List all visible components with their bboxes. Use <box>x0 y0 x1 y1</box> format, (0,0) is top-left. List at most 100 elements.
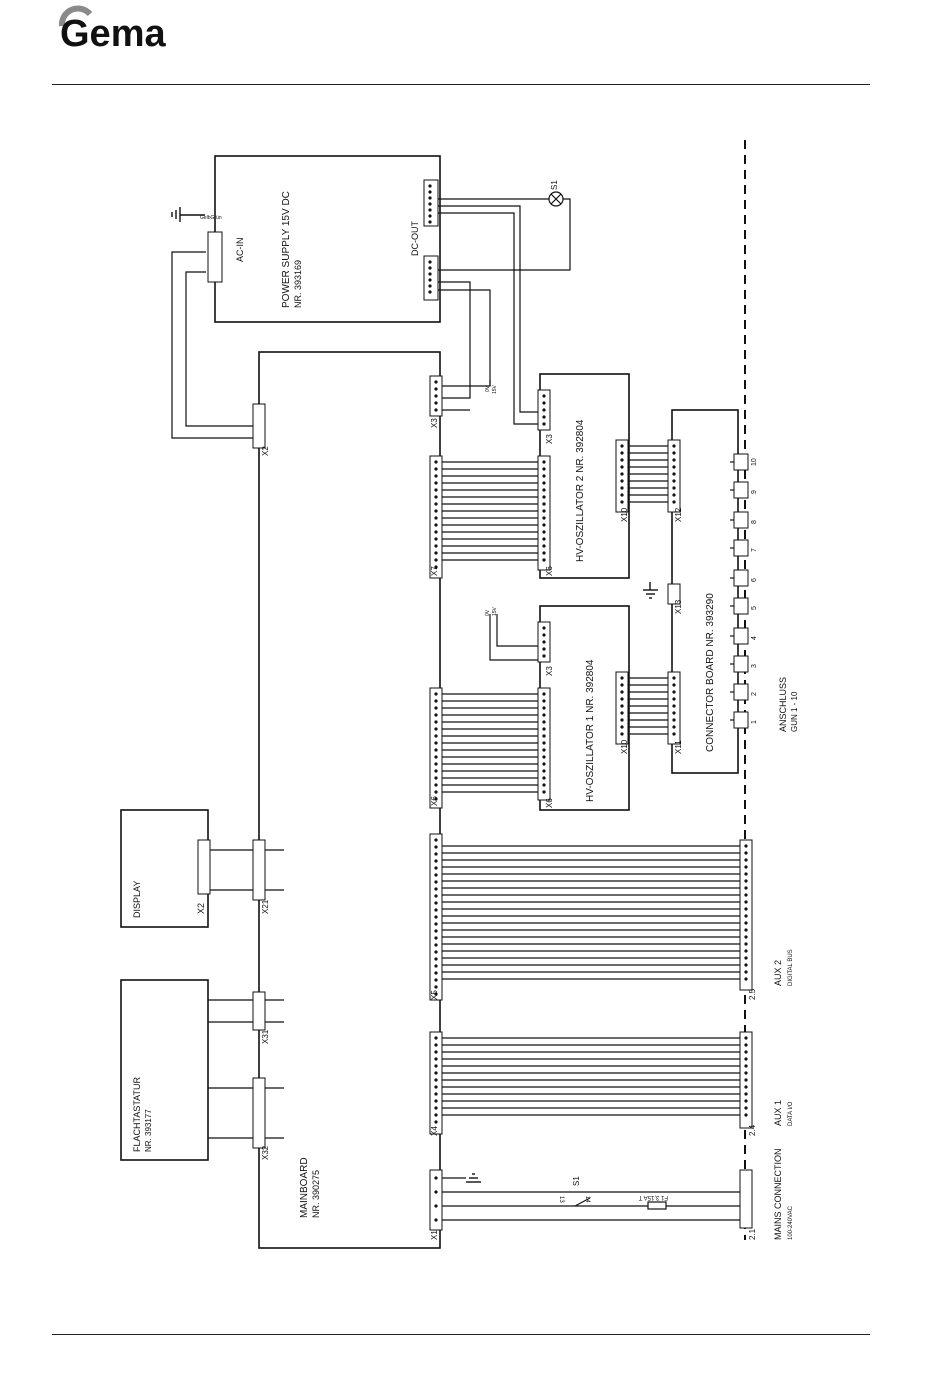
anschluss-subtitle: GUN 1 - 10 <box>790 691 799 732</box>
x6-pin <box>434 727 438 731</box>
x4-pin <box>434 1106 438 1110</box>
x6-pin <box>434 692 438 696</box>
logo-text: Gema <box>60 13 166 52</box>
hv1-x10-pin <box>620 676 624 680</box>
gun-number: 2 <box>751 692 758 696</box>
anschluss-title: ANSCHLUSS <box>778 677 788 732</box>
connector-x13: X13 <box>674 599 683 614</box>
hv1-x6-pin <box>542 720 546 724</box>
hv2-x10-pin <box>620 451 624 455</box>
x12-pin <box>672 465 676 469</box>
aux2-pin-dot <box>744 851 748 855</box>
power-supply-part: NR. 393169 <box>293 260 303 308</box>
connector-layer <box>197 179 753 1231</box>
ac-wire <box>185 271 256 427</box>
hv2-x6-pin <box>542 467 546 471</box>
hv1-x10-pin <box>620 711 624 715</box>
ac-in-label: AC-IN <box>235 238 245 263</box>
x4-pin <box>434 1043 438 1047</box>
x5-pin <box>434 894 438 898</box>
aux2-pin-dot <box>744 879 748 883</box>
hv2-x3-pin <box>542 408 546 412</box>
x12-pin <box>672 458 676 462</box>
x7-pin <box>434 495 438 499</box>
x3-pin <box>434 380 438 384</box>
x1-block <box>429 1169 443 1231</box>
x3-pin <box>434 387 438 391</box>
connector-x12: X12 <box>674 507 683 522</box>
x6-block <box>429 687 443 809</box>
keyboard-box <box>120 979 209 1161</box>
hv-oscillator-1-name: HV-OSZILLATOR 1 NR. 392804 <box>585 659 596 802</box>
x3-supply <box>438 289 491 387</box>
hv1-x10-block <box>615 671 629 745</box>
hv1-x10-pin <box>620 725 624 729</box>
ground-symbols <box>171 207 658 1183</box>
hv2-x3: X3 <box>545 434 554 444</box>
connector-x5: X5 <box>430 990 439 1000</box>
x21-block <box>252 839 266 901</box>
aux1-pin-dot <box>744 1078 748 1082</box>
hv1-x3-pin <box>542 647 546 651</box>
x4-pin <box>434 1092 438 1096</box>
x5-pin <box>434 908 438 912</box>
gun-block <box>733 481 749 499</box>
x5-pin <box>434 852 438 856</box>
mains-title: MAINS CONNECTION <box>773 1148 783 1240</box>
x6-pin <box>434 734 438 738</box>
hv2-x6: X6 <box>545 566 554 576</box>
aux1-pin: 2.4 <box>748 1124 757 1136</box>
hv1-x6-pin <box>542 741 546 745</box>
lamp-label: S1 <box>550 180 559 190</box>
wire-layer <box>171 198 740 1221</box>
gun-number: 6 <box>751 578 758 582</box>
x6-pin <box>434 762 438 766</box>
x4-pin <box>434 1036 438 1040</box>
footer-rule <box>52 1334 870 1335</box>
aux2-pin-dot <box>744 942 748 946</box>
aux2-pin-dot <box>744 977 748 981</box>
hv2-x10-pin <box>620 444 624 448</box>
x6-pin <box>434 769 438 773</box>
dc-out-pin <box>428 272 432 276</box>
x5-pin <box>434 880 438 884</box>
aux2-pin-dot <box>744 844 748 848</box>
aux1-pin-dot <box>744 1057 748 1061</box>
aux2-pin-dot <box>744 886 748 890</box>
gun-block <box>733 655 749 673</box>
aux1-pin-dot <box>744 1064 748 1068</box>
x7-pin <box>434 558 438 562</box>
dc-out-pin <box>428 290 432 294</box>
hv1-x6-pin <box>542 734 546 738</box>
x7-pin <box>434 488 438 492</box>
x12-pin <box>672 500 676 504</box>
gun-number: 3 <box>751 664 758 668</box>
x5-pin <box>434 887 438 891</box>
x5-pin <box>434 985 438 989</box>
hv2-x6-pin <box>542 516 546 520</box>
hv1-x6-pin <box>542 727 546 731</box>
fuse-label: F1 3,15A T <box>638 1194 668 1200</box>
x5-pin <box>434 929 438 933</box>
x6-pin <box>434 797 438 801</box>
hv1-x10-pin <box>620 690 624 694</box>
power-supply-name: POWER SUPPLY 15V DC <box>281 191 292 308</box>
x6-pin <box>434 790 438 794</box>
x7-pin <box>434 467 438 471</box>
label-layer: POWER SUPPLY 15V DC NR. 393169 AC-IN DC-… <box>132 180 799 1240</box>
dc-out-pin <box>428 184 432 188</box>
connector-x6: X6 <box>430 796 439 806</box>
hv1-x6: X6 <box>545 798 554 808</box>
contact-14: 14 <box>584 1196 590 1203</box>
ground-label: GelbGrün <box>200 215 222 221</box>
gun-block <box>733 711 749 729</box>
hv2-x6-pin <box>542 544 546 548</box>
x5-pin <box>434 922 438 926</box>
x5-pin <box>434 971 438 975</box>
supply-0v-a: 0V <box>485 385 491 392</box>
aux2-pin-dot <box>744 907 748 911</box>
dc-out-pin <box>428 208 432 212</box>
aux2-pin-dot <box>744 928 748 932</box>
